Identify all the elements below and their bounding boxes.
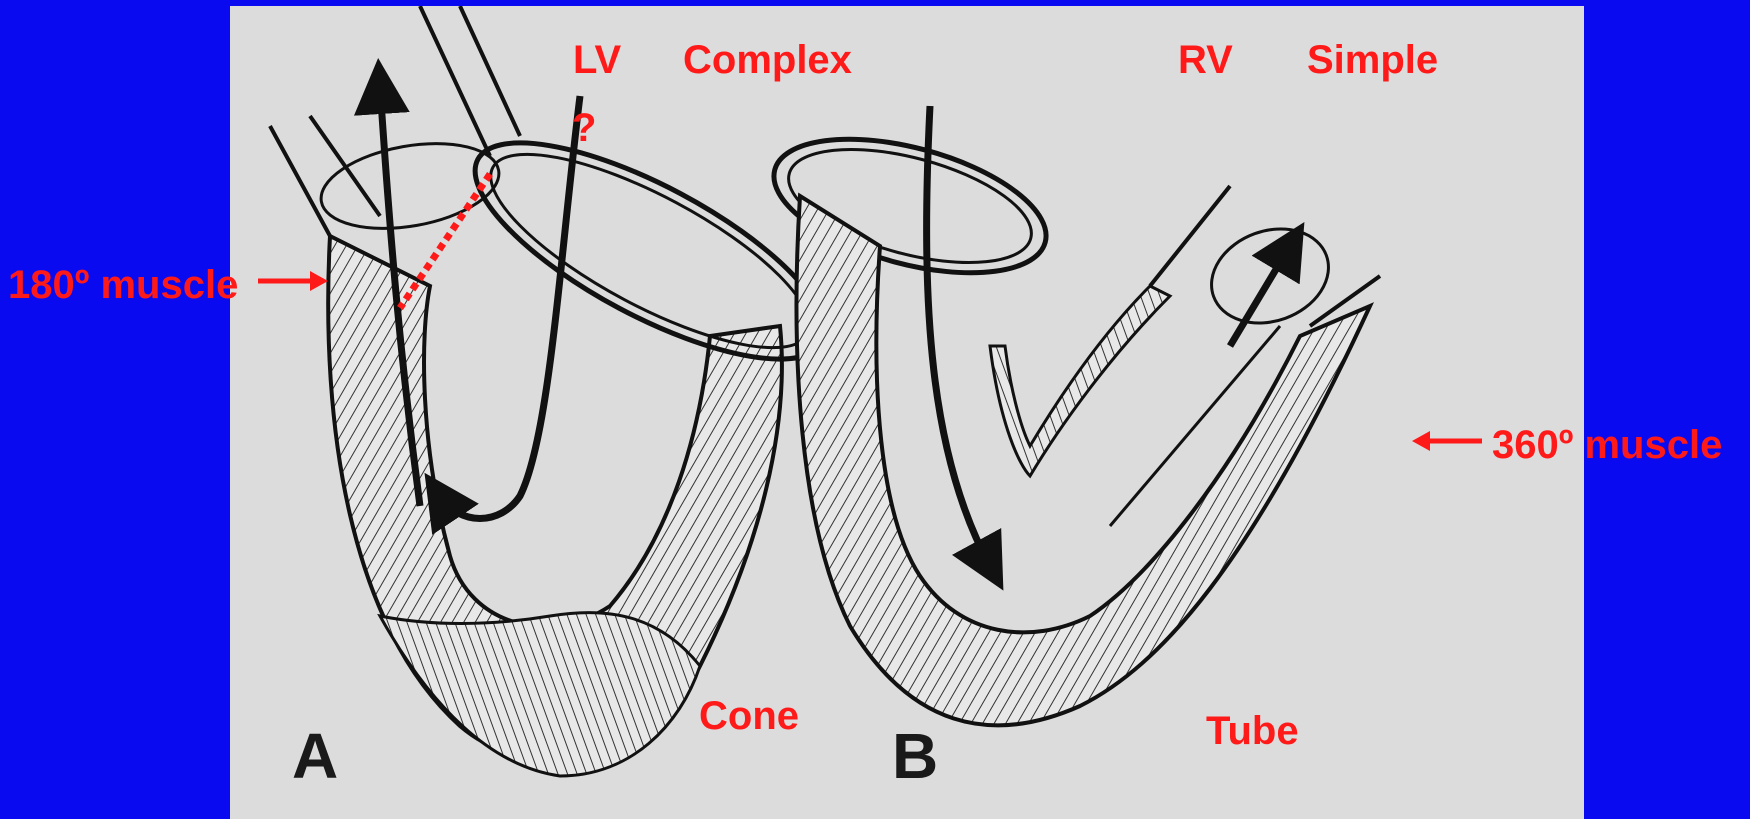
rv-inflow-arrow (927, 106, 990, 566)
rv-wall (797, 196, 1370, 725)
muscle-360-arrow (1412, 430, 1482, 452)
ventricle-drawing (230, 6, 1584, 819)
complex-label: Complex (683, 40, 852, 80)
heart-ventricle-figure: A B (230, 6, 1584, 819)
rv-pulmonary-outflow (1150, 186, 1380, 326)
rv-tube-drawing (760, 106, 1380, 725)
question-label: ? (572, 108, 596, 148)
panel-a-letter: A (292, 724, 338, 788)
muscle-180-label: 180º muscle (8, 265, 238, 305)
tube-label: Tube (1206, 711, 1299, 751)
rv-label: RV (1178, 40, 1233, 80)
lv-aortic-outflow (270, 6, 520, 236)
rv-outflow-arrow (1230, 246, 1290, 346)
muscle-360-label: 360º muscle (1492, 425, 1722, 465)
muscle-180-arrow (258, 270, 328, 292)
cone-label: Cone (699, 696, 799, 736)
simple-label: Simple (1307, 40, 1438, 80)
lv-cone-drawing (270, 6, 853, 776)
rv-septal-fold (990, 286, 1170, 476)
lv-mitral-ring (447, 102, 852, 400)
lv-dotted-division (400, 174, 490, 308)
panel-b-letter: B (892, 724, 938, 788)
lv-label: LV (573, 40, 621, 80)
